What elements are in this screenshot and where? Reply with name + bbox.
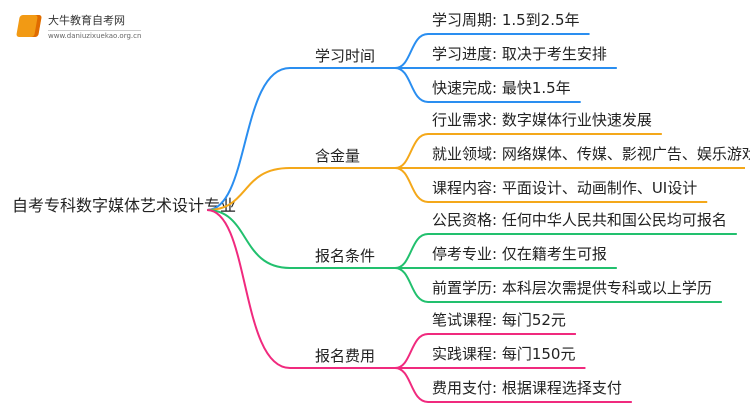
leaf-label: 笔试课程: 每门52元 [432,311,566,329]
leaf-connector [394,267,722,303]
branch-label: 含金量 [315,147,360,165]
leaf-connector [394,167,708,203]
logo-title: 大牛教育自考网 [48,14,125,27]
branch-connector [206,209,395,269]
leaf-label: 学习周期: 1.5到2.5年 [432,11,580,29]
leaf-label: 前置学历: 本科层次需提供专科或以上学历 [432,279,712,297]
leaf-label: 公民资格: 任何中华人民共和国公民均可报名 [432,211,727,229]
leaf-label: 停考专业: 仅在籍考生可报 [432,245,607,263]
leaf-label: 实践课程: 每门150元 [432,345,575,363]
root-node: 自考专科数字媒体艺术设计专业 [12,196,236,215]
logo-url: www.daniuzixuekao.org.cn [48,30,142,40]
branch-connector [206,67,395,211]
branch-connector [206,167,395,211]
leaf-label: 快速完成: 最快1.5年 [432,79,571,97]
leaf-connector [394,33,590,69]
branch-label: 学习时间 [315,47,375,65]
branch-connector [206,209,395,369]
leaf-label: 行业需求: 数字媒体行业快速发展 [432,111,652,129]
branch-label: 报名条件 [315,247,375,265]
leaf-label: 就业领域: 网络媒体、传媒、影视广告、娱乐游戏 [432,145,750,163]
leaf-connector [394,333,576,369]
leaf-connector [394,67,581,103]
leaf-label: 费用支付: 根据课程选择支付 [432,379,622,397]
logo: 大牛教育自考网 www.daniuzixuekao.org.cn [16,12,142,40]
leaf-label: 学习进度: 取决于考生安排 [432,45,607,63]
leaf-label: 课程内容: 平面设计、动画制作、UI设计 [432,179,697,197]
leaf-connector [394,367,632,403]
leaf-connector [394,133,662,169]
branch-label: 报名费用 [315,347,375,365]
leaf-connector [394,233,737,269]
